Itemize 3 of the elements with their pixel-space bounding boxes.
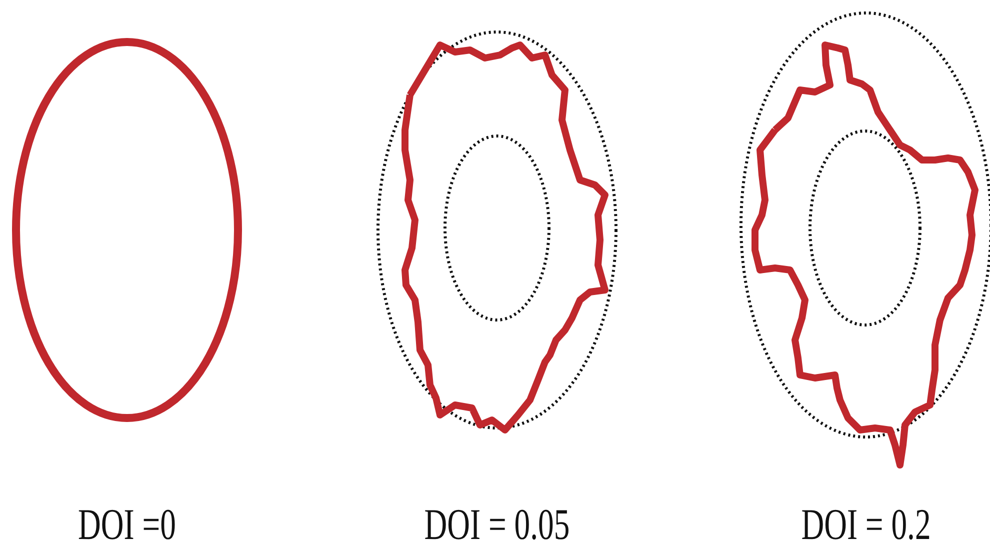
value-label: DOI = 0.2 [801,500,931,550]
value-label: DOI = 0.05 [424,500,570,550]
value-label: DOI =0 [78,500,176,550]
